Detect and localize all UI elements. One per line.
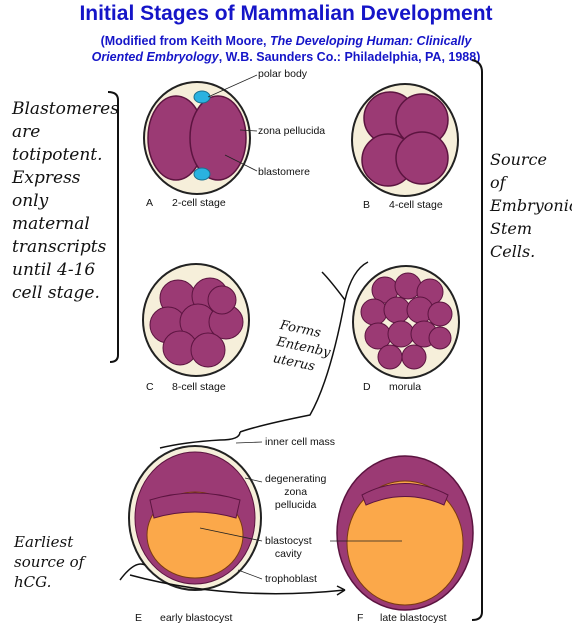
right-bracket [471, 59, 483, 621]
early-blastocyst [128, 445, 262, 591]
panel-a-caption: 2-cell stage [172, 197, 226, 209]
panel-a-letter: A [146, 197, 154, 209]
panel-c-letter: C [146, 381, 154, 393]
eight-cell-embryo [142, 263, 250, 377]
citation-book-line1: The Developing Human: Clinically [270, 34, 472, 48]
panel-f-caption: late blastocyst [380, 612, 447, 624]
blastomere-label: blastomere [258, 166, 310, 178]
two-cell-embryo [143, 81, 251, 195]
forms-note: Forms Entenby uterus [271, 317, 332, 375]
panel-d-letter: D [363, 381, 371, 393]
panel-b-caption: 4-cell stage [389, 199, 443, 211]
citation-publisher: , W.B. Saunders Co.: Philadelphia, PA, 1… [218, 50, 481, 64]
polar-body-label: polar body [258, 68, 308, 80]
citation: (Modified from Keith Moore, The Developi… [0, 33, 572, 65]
stem-cell-note: Source of Embryonic Stem Cells. [490, 150, 572, 261]
page-title: Initial Stages of Mammalian Development [79, 2, 493, 25]
trophoblast-label: trophoblast [265, 573, 317, 585]
zona-pellucida-label: zona pellucida [258, 125, 326, 137]
panel-f-letter: F [357, 612, 364, 624]
panel-b-letter: B [363, 199, 371, 211]
hcg-note: Earliest source of hCG. [14, 533, 85, 591]
four-cell-embryo [351, 83, 459, 197]
late-blastocyst [336, 455, 474, 611]
blastocyst-cavity-label: blastocyst cavity [265, 535, 312, 560]
left-bracket [107, 91, 119, 363]
degenerating-zona-label: degenerating zona pellucida [265, 473, 327, 511]
panel-c-caption: 8-cell stage [172, 381, 226, 393]
citation-book-line2: Oriented Embryology [91, 50, 219, 64]
panel-e-caption: early blastocyst [160, 612, 233, 624]
inner-cell-mass-label: inner cell mass [265, 436, 336, 448]
totipotent-note: Blastomeres are totipotent. Express only… [12, 99, 119, 303]
morula-embryo [352, 265, 460, 379]
citation-prefix: (Modified from Keith Moore, [100, 34, 270, 48]
panel-d-caption: morula [389, 381, 422, 393]
panel-e-letter: E [135, 612, 143, 624]
